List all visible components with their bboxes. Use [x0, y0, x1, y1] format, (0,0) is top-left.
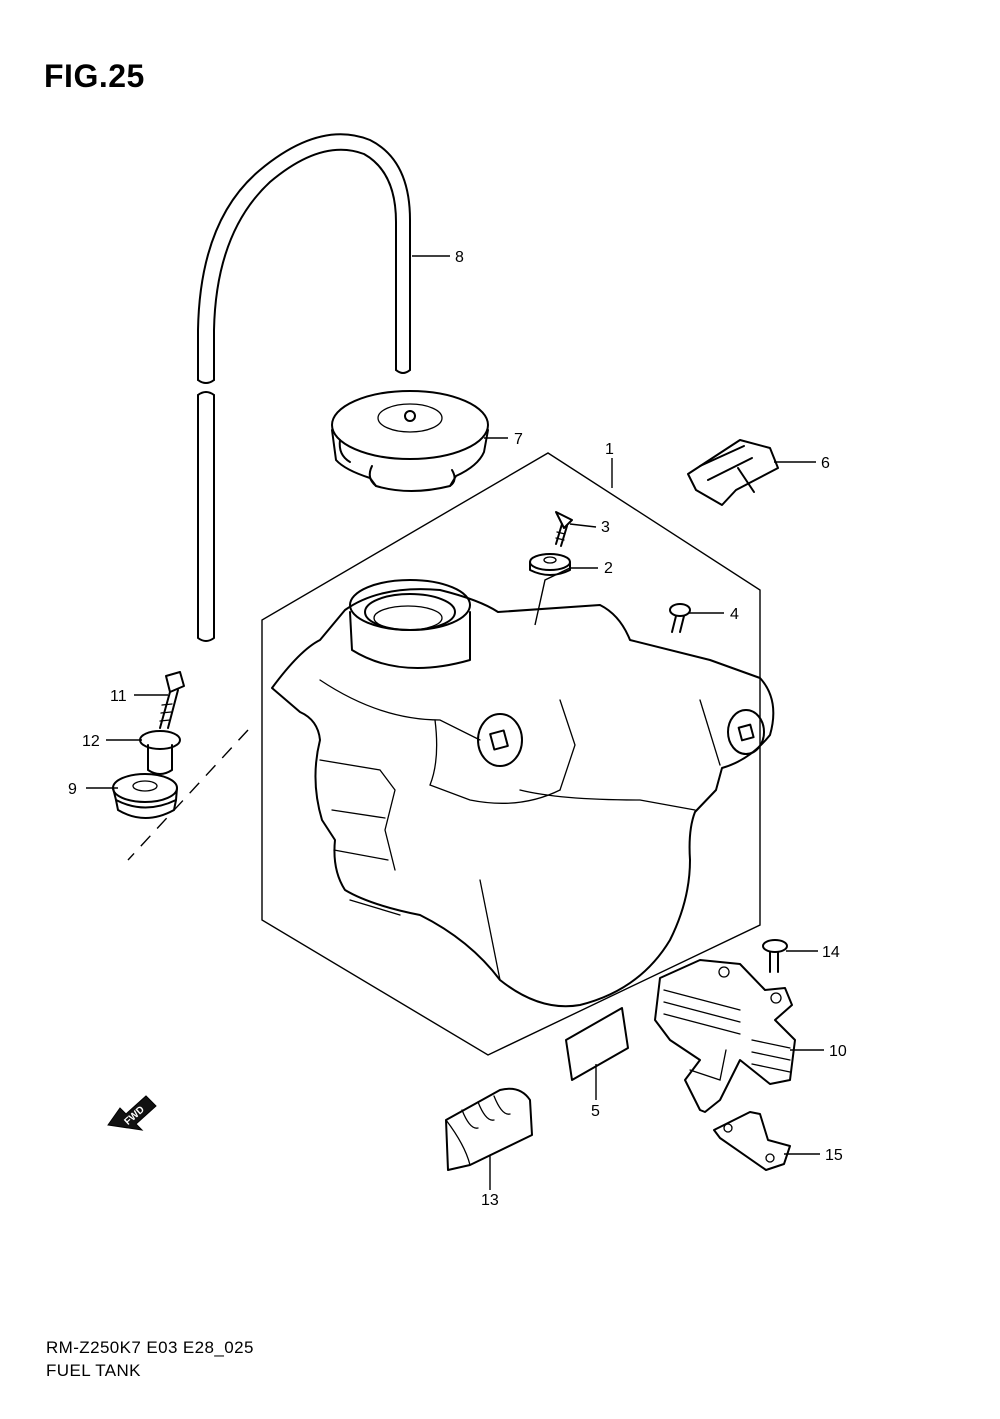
callout-15: 15 [825, 1147, 843, 1164]
callout-2: 2 [604, 560, 613, 577]
collar-12 [139, 730, 181, 775]
callout-4: 4 [730, 606, 739, 623]
callout-14: 14 [822, 944, 840, 961]
cushion-13 [445, 1087, 533, 1171]
screw-3 [555, 511, 573, 547]
grommet-9 [112, 773, 178, 819]
callout-8: 8 [455, 249, 464, 266]
callout-3: 3 [601, 519, 610, 536]
assembly-outline [261, 452, 761, 1056]
bolt-11 [159, 671, 185, 729]
callout-6: 6 [821, 455, 830, 472]
bolt-4 [669, 603, 691, 633]
bracket-10 [654, 959, 796, 1113]
model-code: RM-Z250K7 E03 E28_025 [46, 1338, 254, 1357]
fwd-arrow-icon: FWD [107, 1095, 157, 1131]
breather-hose [197, 133, 411, 642]
leader-lines [86, 255, 824, 1190]
callout-7: 7 [514, 431, 523, 448]
callout-13: 13 [481, 1192, 499, 1209]
tank-strap [687, 439, 779, 506]
collar-2 [529, 553, 571, 576]
figure-title: FIG.25 [44, 58, 145, 94]
callout-12: 12 [82, 733, 100, 750]
fuel-cap [331, 390, 489, 492]
fuel-tank [271, 579, 775, 1008]
callout-9: 9 [68, 781, 77, 798]
screw-14 [762, 939, 788, 973]
clip-15 [713, 1111, 791, 1171]
callout-11: 11 [110, 688, 127, 705]
assembly-name: FUEL TANK [46, 1361, 141, 1380]
callout-5: 5 [591, 1103, 600, 1120]
mount-dashed-leader [127, 729, 249, 861]
callout-labels: 1 2 3 4 5 6 7 8 9 10 11 12 13 14 15 [68, 249, 847, 1209]
callout-10: 10 [829, 1043, 847, 1060]
callout-1: 1 [605, 441, 614, 458]
label-plate [565, 1007, 629, 1081]
